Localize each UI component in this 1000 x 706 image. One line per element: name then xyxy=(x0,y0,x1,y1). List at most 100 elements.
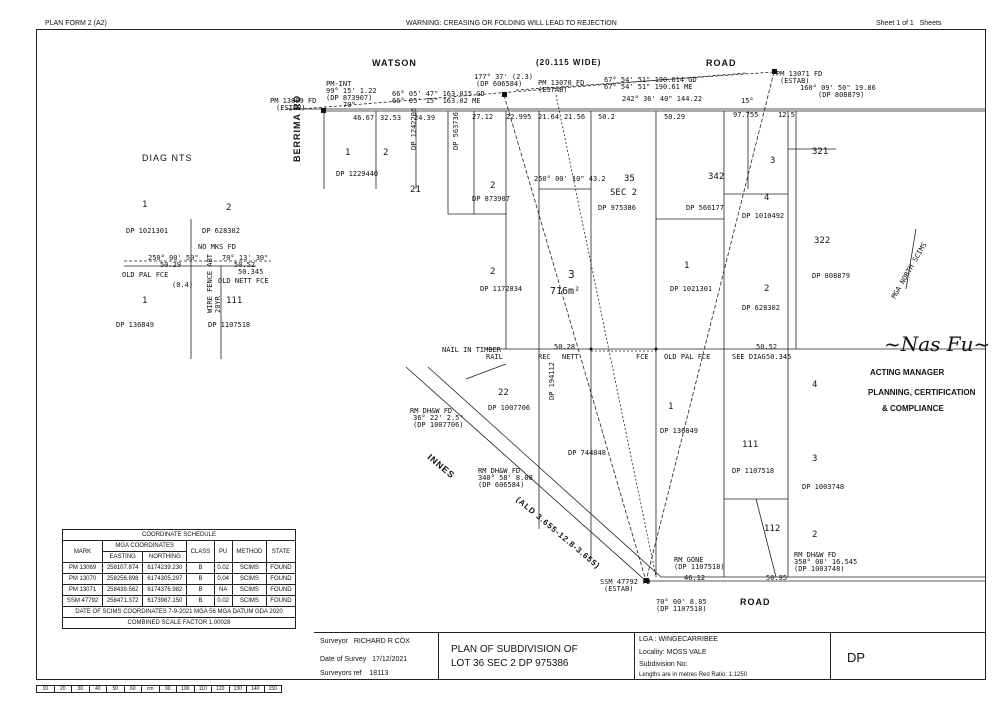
ruler-tick: 130 xyxy=(230,686,247,692)
mark-ssm: SSM 47792 FD xyxy=(600,578,651,586)
sheets-word: Sheets xyxy=(919,20,942,27)
bearing-7: 160° 09' 50" 19.86 xyxy=(800,84,876,92)
dist-3253: 32.53 xyxy=(380,114,402,122)
dist-4612: 46.12 xyxy=(684,574,706,582)
cell: 0.02 xyxy=(213,562,233,574)
lot-3-low: 3 xyxy=(812,454,818,464)
cell: NA xyxy=(213,584,233,596)
diag-bearing-1: 250° 00' 50" xyxy=(148,254,199,262)
cell: SCIMS xyxy=(231,584,267,596)
diag-offset: (0.4) xyxy=(172,281,194,289)
diag-title: DIAG NTS xyxy=(142,153,193,163)
lengths-note: Lengths are in metres Red Ratio: 1:1250 xyxy=(639,672,748,678)
rm-dhw-2-bearing: 340° 58' 8.08 xyxy=(478,474,533,482)
lot-1-top: 1 xyxy=(345,148,351,158)
date-value: 17/12/2021 xyxy=(372,656,408,663)
rm-dhw-3: RM DH&W FD xyxy=(794,551,837,559)
lot-3-subject: 3 xyxy=(568,268,575,281)
dist-5028: 50.28 xyxy=(554,343,576,351)
dp-744848: DP 744848 xyxy=(568,449,606,457)
lot-112: 112 xyxy=(764,524,781,534)
cell: 6174239.230 xyxy=(142,562,188,574)
cell: 0.02 xyxy=(213,595,233,607)
sheet-label: Sheet 1 of 1 Sheets xyxy=(876,20,941,27)
ruler-tick: 20 xyxy=(55,686,72,692)
bearing-8-dp: (DP 1107518) xyxy=(656,605,707,613)
diag-bearing-1-value: 50.29 xyxy=(160,261,182,269)
dp-566177: DP 566177 xyxy=(686,204,724,212)
mark-pm-int-bearing: 99° 15' 1.22 xyxy=(326,87,377,95)
dist-4667: 46.67 xyxy=(353,114,375,122)
mark-pm13070-estab: (ESTAB) xyxy=(538,86,568,94)
rm-gone: RM GONE xyxy=(674,556,704,564)
plan-title-1: PLAN OF SUBDIVISION OF xyxy=(451,644,578,655)
mark-pm13069: PM 13069 FD xyxy=(270,97,317,105)
lot-3-area: 716m² xyxy=(550,286,581,297)
rm-dhw-3-dp: (DP 1003748) xyxy=(794,565,845,573)
ruler-tick: 30 xyxy=(72,686,90,692)
dp-1021301: DP 1021301 xyxy=(670,285,713,293)
ruler-tick: 60 xyxy=(125,686,142,692)
col-state: STATE xyxy=(265,540,297,563)
dp-136849: DP 136849 xyxy=(660,427,698,435)
dp-label: DP xyxy=(847,650,866,665)
lot-21: 21 xyxy=(410,185,421,195)
dist-22995: 22.995 xyxy=(506,113,532,121)
cell: FOUND xyxy=(265,562,297,574)
lot-322: 322 xyxy=(814,236,831,246)
lot-1-mid: 1 xyxy=(684,261,690,271)
bearing-3: 177° 37' (2.3) xyxy=(474,73,534,81)
coord-title: COORDINATE SCHEDULE xyxy=(62,529,296,541)
dist-5029: 50.29 xyxy=(664,113,686,121)
date-row: Date of Survey 17/12/2021 xyxy=(320,656,407,663)
lot-4-top: 4 xyxy=(764,193,770,203)
cell: 6173987.150 xyxy=(142,595,188,607)
lot-4-low: 4 xyxy=(812,380,818,390)
dist-70: 70° xyxy=(343,101,356,109)
dist-2439: 24.39 xyxy=(414,114,436,122)
diag-lot-1b: 1 xyxy=(142,296,148,306)
ruler-tick: 10 xyxy=(37,686,55,692)
dp-cell: DP xyxy=(830,632,986,680)
diag-lot-2: 2 xyxy=(226,203,232,213)
signature-image: ~Nas Fu~ xyxy=(884,332,991,356)
diag-bearing-3: 50.345 xyxy=(238,268,264,276)
plan-title-cell: PLAN OF SUBDIVISION OF LOT 36 SEC 2 DP 9… xyxy=(438,632,634,680)
ref-row: Surveyors ref 18113 xyxy=(320,670,388,677)
ruler-tick: 120 xyxy=(212,686,230,692)
diag-bearing-2: 70° 13' 30" xyxy=(222,254,269,262)
cell: FOUND xyxy=(265,595,297,607)
plan-title-2: LOT 36 SEC 2 DP 975386 xyxy=(451,658,569,669)
cell: 258471.372 xyxy=(101,595,144,607)
cell: B xyxy=(186,573,215,585)
cell: PM 13070 xyxy=(62,573,103,585)
mark-pm-int: PM-INT xyxy=(326,80,352,88)
sheet-number: Sheet 1 xyxy=(876,20,901,27)
diag-old-pal: OLD PAL FCE xyxy=(122,271,169,279)
diag-old-nett: OLD NETT FCE xyxy=(218,277,269,285)
scale-ruler: 10 20 30 40 50 60 cm 90 100 110 120 130 … xyxy=(36,685,282,693)
dist-5052: 50.52 xyxy=(756,343,778,351)
dp-808879: DP 808879 xyxy=(812,272,850,280)
sheet-of: of 1 xyxy=(902,20,914,27)
sheet-frame xyxy=(36,29,986,680)
bearing-9: 250° 00' 10" 43.2 xyxy=(534,175,606,183)
bearing-8: 70° 00' 8.85 xyxy=(656,598,707,606)
signature-line-2: PLANNING, CERTIFICATION xyxy=(868,388,976,397)
dist-2712: 27.12 xyxy=(472,113,494,121)
diag-dp-2: DP 628302 xyxy=(202,227,240,235)
dp-628302: DP 628302 xyxy=(742,304,780,312)
plan-form-label: PLAN FORM 2 (A2) xyxy=(45,20,107,27)
col-mga: MGA COORDINATES xyxy=(101,540,188,552)
dp-1010492: DP 1010492 xyxy=(742,212,785,220)
see-diag-value: 50.345 xyxy=(766,353,792,361)
signature-line-1: ACTING MANAGER xyxy=(870,368,945,377)
ref-label: Surveyors ref xyxy=(320,670,362,677)
ruler-tick: 90 xyxy=(160,686,177,692)
surveyor-value: RICHARD R COX xyxy=(353,638,410,645)
lot-2-mid: 2 xyxy=(490,181,496,191)
ruler-tick: 40 xyxy=(90,686,107,692)
road-name-bottom: ROAD xyxy=(740,597,771,607)
